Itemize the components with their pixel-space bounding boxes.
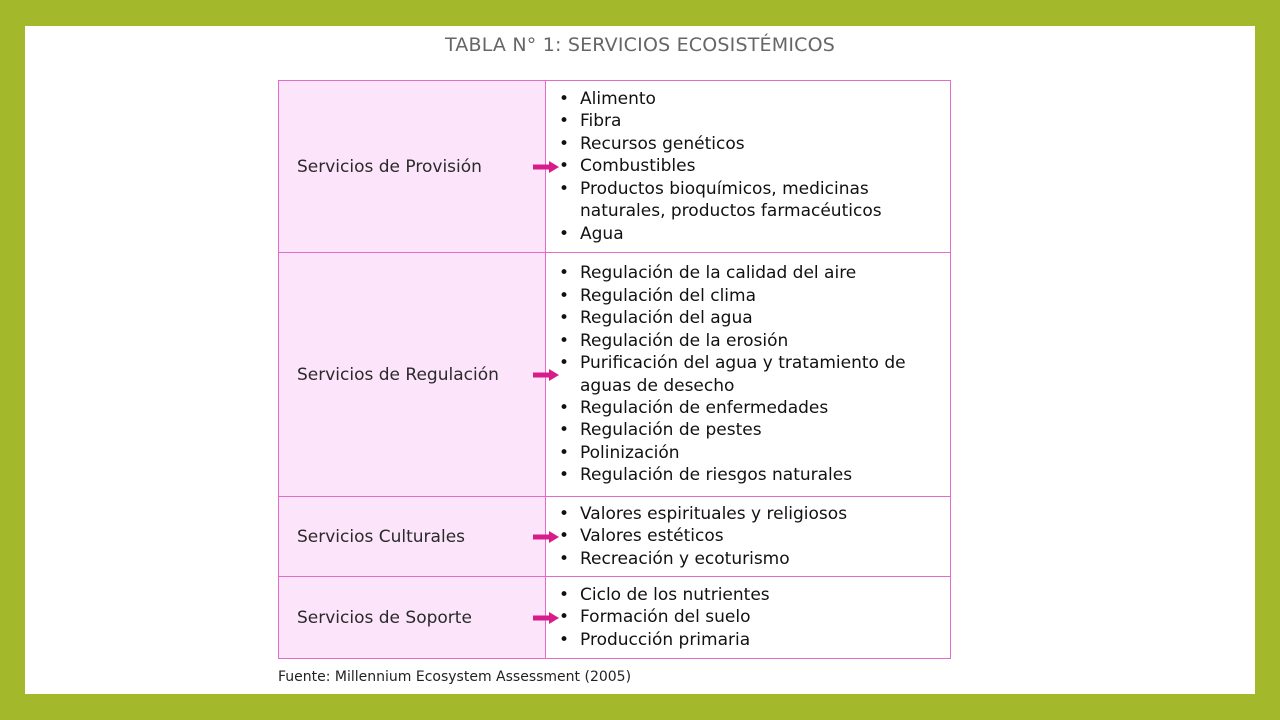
list-item: Regulación de la erosión (559, 330, 944, 353)
table-row: Servicios de Regulación Regulación de la… (278, 252, 951, 497)
item-list: Regulación de la calidad del aire Regula… (546, 262, 950, 486)
list-item: Agua (559, 223, 944, 246)
list-item: Regulación del clima (559, 285, 944, 308)
item-list: Alimento Fibra Recursos genéticos Combus… (546, 88, 950, 245)
list-item: Regulación de pestes (559, 419, 944, 442)
item-list: Valores espirituales y religiosos Valore… (546, 503, 950, 571)
category-label: Servicios de Regulación (297, 364, 499, 385)
items-cell: Alimento Fibra Recursos genéticos Combus… (545, 80, 951, 253)
category-cell: Servicios Culturales (278, 496, 559, 577)
list-item: Polinización (559, 442, 944, 465)
arrow-right-icon (533, 160, 559, 173)
arrow-right-icon (533, 611, 559, 624)
list-item: Purificación del agua y tratamiento de a… (559, 352, 944, 397)
list-item: Recursos genéticos (559, 133, 944, 156)
items-cell: Ciclo de los nutrientes Formación del su… (545, 576, 951, 659)
list-item: Valores estéticos (559, 525, 944, 548)
category-label: Servicios de Soporte (297, 607, 472, 628)
slide: TABLA N° 1: SERVICIOS ECOSISTÉMICOS Serv… (25, 26, 1255, 694)
category-label: Servicios de Provisión (297, 156, 482, 177)
item-list: Ciclo de los nutrientes Formación del su… (546, 584, 950, 652)
list-item: Productos bioquímicos, medicinas natural… (559, 178, 944, 223)
page-title: TABLA N° 1: SERVICIOS ECOSISTÉMICOS (444, 34, 836, 56)
list-item: Regulación de enfermedades (559, 397, 944, 420)
category-label: Servicios Culturales (297, 526, 466, 547)
category-cell: Servicios de Provisión (278, 80, 559, 253)
category-cell: Servicios de Regulación (278, 252, 559, 497)
list-item: Regulación de la calidad del aire (559, 262, 944, 285)
table-row: Servicios Culturales Valores espirituale… (278, 496, 951, 577)
arrow-right-icon (533, 368, 559, 381)
list-item: Valores espirituales y religiosos (559, 503, 944, 526)
list-item: Alimento (559, 88, 944, 111)
list-item: Producción primaria (559, 629, 944, 652)
list-item: Regulación de riesgos naturales (559, 464, 944, 487)
list-item: Recreación y ecoturismo (559, 548, 944, 571)
list-item: Regulación del agua (559, 307, 944, 330)
items-cell: Regulación de la calidad del aire Regula… (545, 252, 951, 497)
category-cell: Servicios de Soporte (278, 576, 559, 659)
source-caption: Fuente: Millennium Ecosystem Assessment … (278, 669, 632, 685)
list-item: Fibra (559, 110, 944, 133)
items-cell: Valores espirituales y religiosos Valore… (545, 496, 951, 577)
arrow-right-icon (533, 530, 559, 543)
list-item: Formación del suelo (559, 606, 944, 629)
list-item: Ciclo de los nutrientes (559, 584, 944, 607)
list-item: Combustibles (559, 155, 944, 178)
table-row: Servicios de Provisión Alimento Fibra Re… (278, 80, 951, 253)
table-row: Servicios de Soporte Ciclo de los nutrie… (278, 576, 951, 659)
ecosystem-services-table: Servicios de Provisión Alimento Fibra Re… (278, 80, 951, 659)
